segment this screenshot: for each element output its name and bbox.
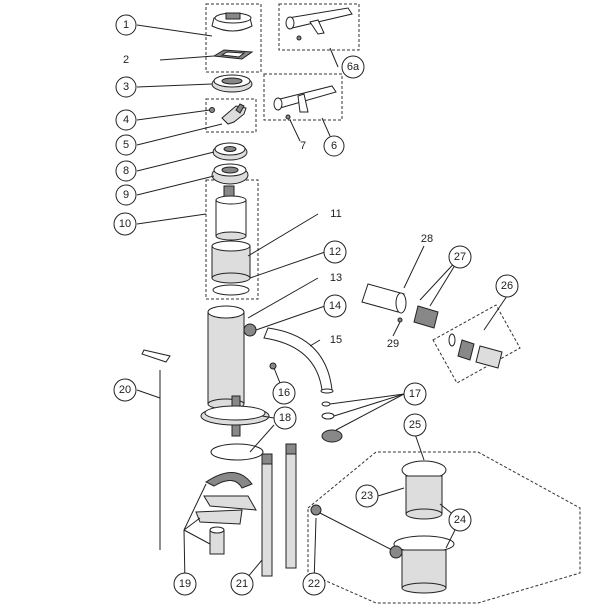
callout-label-22: 22 — [308, 578, 320, 590]
callout-label-20: 20 — [119, 384, 131, 396]
part-17-washers — [321, 401, 343, 443]
callout-label-21: 21 — [236, 578, 248, 590]
callout-label-24: 24 — [454, 514, 466, 526]
part-29-screw — [397, 317, 403, 323]
callout-label-19: 19 — [179, 578, 191, 590]
part-19-fixing-set — [195, 472, 257, 555]
part-28-extension — [361, 283, 407, 314]
callout-label-12: 12 — [329, 246, 341, 258]
callout-label-18: 18 — [279, 412, 291, 424]
part-18-base-washer — [200, 405, 270, 426]
callout-label-7: 7 — [300, 140, 306, 152]
callout-label-6: 6 — [331, 140, 337, 152]
group-box-6 — [263, 73, 343, 121]
part-24-waste-body — [389, 535, 455, 594]
part-gasket-lower — [210, 443, 264, 461]
callout-circles — [113, 14, 519, 596]
callout-label-29: 29 — [387, 338, 399, 350]
group-box-26 — [432, 304, 521, 384]
callout-label-25: 25 — [409, 419, 421, 431]
callout-label-16: 16 — [278, 387, 290, 399]
part-8-washer — [212, 142, 248, 161]
callout-label-1: 1 — [123, 19, 129, 31]
part-5-clip — [221, 103, 247, 125]
callout-label-6a: 6a — [347, 61, 360, 73]
callout-label-9: 9 — [123, 189, 129, 201]
callout-label-14: 14 — [329, 300, 341, 312]
part-4-screw — [209, 107, 215, 113]
group-box-waste — [307, 451, 581, 604]
callout-label-4: 4 — [123, 114, 129, 126]
callout-label-26: 26 — [501, 280, 513, 292]
part-20-pop-up-rod — [141, 349, 171, 550]
group-box-handle — [205, 3, 262, 73]
part-3-nut — [211, 74, 253, 93]
part-16-grub-screw — [269, 362, 277, 370]
part-oring — [212, 284, 250, 296]
part-22-pivot-rod — [310, 504, 397, 553]
group-box-6a — [278, 3, 360, 51]
part-6-lever — [273, 85, 337, 120]
part-14-aerator — [243, 323, 257, 337]
part-26-cap — [448, 333, 503, 369]
callout-label-2: 2 — [123, 54, 129, 66]
part-9-bush — [211, 163, 249, 185]
callout-label-13: 13 — [330, 272, 342, 284]
callout-label-10: 10 — [119, 218, 131, 230]
part-10-cartridge — [215, 185, 247, 241]
group-box-4-5 — [205, 98, 257, 133]
callout-label-23: 23 — [361, 490, 373, 502]
part-1-handle — [211, 12, 253, 32]
part-12-sleeve — [211, 240, 251, 284]
tap-body — [207, 305, 245, 410]
part-2-gasket — [212, 49, 254, 60]
callout-label-28: 28 — [421, 233, 433, 245]
callout-label-27: 27 — [454, 251, 466, 263]
part-21-flexible-hoses — [261, 443, 297, 577]
callout-label-5: 5 — [123, 139, 129, 151]
callout-label-11: 11 — [330, 208, 341, 220]
part-23-25-waste-plug — [401, 460, 447, 520]
callout-label-15: 15 — [330, 334, 342, 346]
part-27-connector — [413, 305, 439, 329]
leader-lines — [136, 24, 508, 585]
callout-label-3: 3 — [123, 81, 129, 93]
callout-label-8: 8 — [123, 165, 129, 177]
part-15-spout — [263, 327, 334, 394]
callout-label-17: 17 — [409, 388, 421, 400]
part-6a-lever — [285, 7, 353, 41]
